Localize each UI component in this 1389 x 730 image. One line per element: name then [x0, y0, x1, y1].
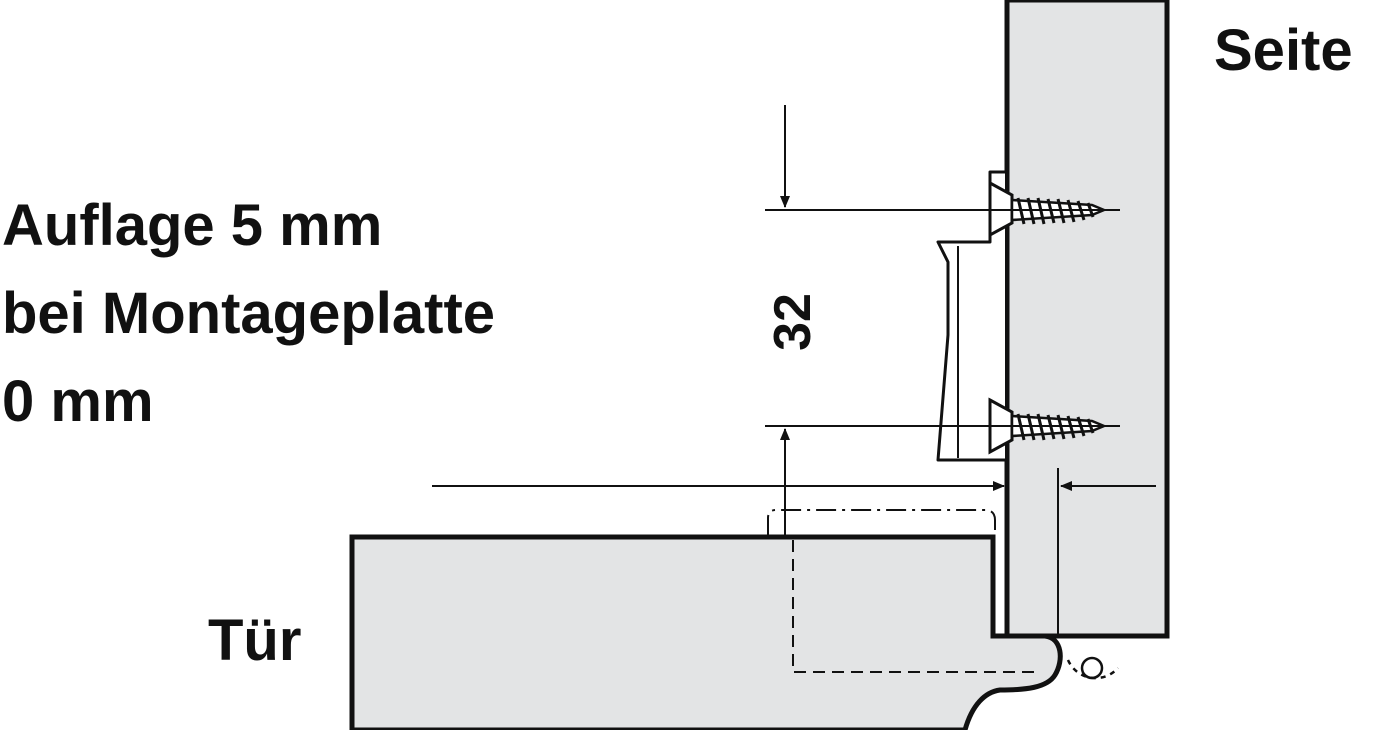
hinge-cup-outline	[792, 540, 1035, 673]
hinge-pivot	[1066, 656, 1119, 680]
caption-line-1: Auflage 5 mm	[2, 193, 382, 258]
door-panel	[349, 534, 1063, 730]
caption-line-2: bei Montageplatte	[2, 281, 495, 346]
side-label: Seite	[1214, 18, 1353, 83]
side-panel	[1004, 0, 1170, 639]
hinge-arm-outline	[767, 509, 996, 535]
caption-line-3: 0 mm	[2, 369, 154, 434]
dimension-32-label: 32	[764, 293, 822, 351]
door-label: Tür	[208, 608, 301, 673]
